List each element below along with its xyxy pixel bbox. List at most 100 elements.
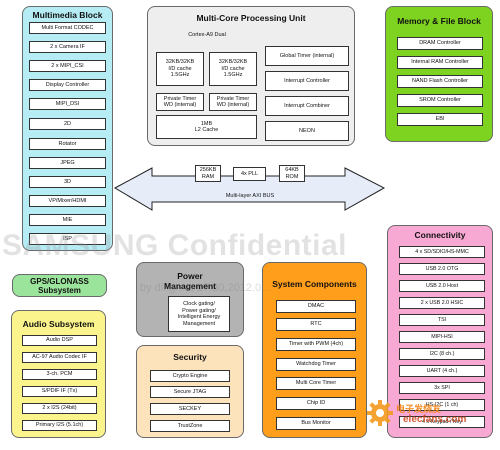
rom-line: 64KB <box>285 167 299 173</box>
private-timer-1: Private Timer WD (internal) <box>156 93 204 111</box>
l2-line: 1MB <box>200 120 213 127</box>
cache-core-2: 32KB/32KB I/D cache 1.5GHz <box>209 52 257 86</box>
multimedia-block: Multimedia Block Multi Format CODEC 2 x … <box>22 6 113 251</box>
rom-64kb: 64KB ROM <box>279 165 305 182</box>
interrupt-combiner: Interrupt Combiner <box>265 96 349 116</box>
system-item: RTC <box>276 318 356 331</box>
mm-item: Rotator <box>29 138 106 150</box>
cache2-line: 32KB/32KB <box>218 59 248 66</box>
timer2-line: WD (internal) <box>216 102 250 108</box>
audio-item: 2 x I2S (24bit) <box>22 403 97 414</box>
gps-title-line: GPS/GLONASS <box>30 276 89 286</box>
axi-bus-arrow-shape <box>113 167 386 211</box>
security-item: TrustZone <box>150 420 230 432</box>
power-line: Clock gating/ <box>183 301 215 307</box>
cache2-line: 1.5GHz <box>223 72 243 79</box>
rom-line: ROM <box>285 173 299 180</box>
power-title: Power Management <box>137 271 243 291</box>
power-line: Power gating/ <box>182 307 216 314</box>
l2-line: L2 Cache <box>194 127 219 133</box>
conn-item: 3x SPI <box>399 382 485 394</box>
system-item: DMAC <box>276 300 356 313</box>
cache1-line: 1.5GHz <box>170 72 190 79</box>
audio-item: Primary I2S (5.1ch) <box>22 420 97 431</box>
l2-cache: 1MB L2 Cache <box>156 115 257 139</box>
conn-item: TSI <box>399 314 485 326</box>
conn-item: I2C (8 ch.) <box>399 348 485 360</box>
pll-4x: 4x PLL <box>233 167 266 181</box>
cache1-line: I/D cache <box>168 65 192 72</box>
system-item: Timer with PWM (4ch) <box>276 338 356 351</box>
audio-item: S/PDIF IF (Tx) <box>22 386 97 397</box>
interrupt-controller: Interrupt Controller <box>265 71 349 91</box>
ram-256kb: 256KB RAM <box>195 165 221 182</box>
mem-item: Internal RAM Controller <box>397 56 483 69</box>
conn-item: 4 x Keypad / Key <box>399 416 485 428</box>
cortex-label: Cortex-A9 Dual <box>188 32 226 38</box>
power-gating-box: Clock gating/ Power gating/ Intelligent … <box>168 296 230 332</box>
conn-item: 4 x SD/SDIO/HS-MMC <box>399 246 485 258</box>
gps-block: GPS/GLONASS Subsystem <box>12 274 107 297</box>
connectivity-block-title: Connectivity <box>414 230 466 240</box>
cpu-block: Multi-Core Processing Unit Cortex-A9 Dua… <box>147 6 355 146</box>
security-item: SECKEY <box>150 403 230 415</box>
power-line: Intelligent Energy <box>177 314 221 320</box>
memory-block-title: Memory & File Block <box>397 16 481 26</box>
conn-item: USB 2.0 OTG <box>399 263 485 275</box>
system-item: Multi Core Timer <box>276 377 356 390</box>
mm-item: Multi Format CODEC <box>29 22 106 34</box>
mem-item: SROM Controller <box>397 94 483 107</box>
gear-icon <box>367 400 393 426</box>
security-item: Secure JTAG <box>150 386 230 398</box>
cache-core-1: 32KB/32KB I/D cache 1.5GHz <box>156 52 204 86</box>
gps-title-line: Subsystem <box>38 285 81 295</box>
connectivity-block: Connectivity 4 x SD/SDIO/HS-MMC USB 2.0 … <box>387 225 493 438</box>
ram-line: 256KB <box>199 167 217 173</box>
conn-item: MIPI-HSI <box>399 331 485 343</box>
mem-item: NAND Flash Controller <box>397 75 483 88</box>
audio-item: 3-ch. PCM <box>22 369 97 380</box>
security-block: Security Crypto Engine Secure JTAG SECKE… <box>136 345 244 438</box>
mem-item: EBI <box>397 113 483 126</box>
audio-block: Audio Subsystem Audio DSP AC-97 Audio Co… <box>11 310 106 438</box>
mm-item: 2D <box>29 118 106 130</box>
conn-item: USB 2.0 Host <box>399 280 485 292</box>
multimedia-block-title: Multimedia Block <box>32 10 103 20</box>
mm-item: MIPI_DSI <box>29 98 106 110</box>
audio-item: Audio DSP <box>22 335 97 346</box>
mm-item: 2 x Camera IF <box>29 41 106 53</box>
power-line: Management <box>182 320 216 327</box>
mm-item: Display Controller <box>29 79 106 91</box>
system-block-title: System Components <box>272 279 357 289</box>
private-timer-2: Private Timer WD (internal) <box>209 93 257 111</box>
axi-bus-label: Multi-layer AXI BUS <box>225 193 275 199</box>
security-item: Crypto Engine <box>150 370 230 382</box>
mem-item: DRAM Controller <box>397 37 483 50</box>
memory-block: Memory & File Block DRAM Controller Inte… <box>385 6 493 142</box>
timer1-line: Private Timer <box>163 95 197 102</box>
audio-block-title: Audio Subsystem <box>22 319 95 329</box>
cpu-block-title: Multi-Core Processing Unit <box>196 13 306 23</box>
system-block: System Components DMAC RTC Timer with PW… <box>262 262 367 438</box>
mm-item: VP/Mixer/HDMI <box>29 195 106 207</box>
cache1-line: 32KB/32KB <box>165 59 195 66</box>
power-title-line: Management <box>164 281 216 291</box>
mm-item: MIE <box>29 214 106 226</box>
audio-item: AC-97 Audio Codec IF <box>22 352 97 363</box>
mm-item: JPEG <box>29 157 106 169</box>
conn-item: 2 x USB 2.0 HSIC <box>399 297 485 309</box>
mm-item: ISP <box>29 233 106 245</box>
system-item: Bus Monitor <box>276 417 356 430</box>
conn-item: HS-I2C (1 ch) <box>399 399 485 411</box>
global-timer: Global Timer (internal) <box>265 46 349 66</box>
mm-item: 2 x MIPI_CSI <box>29 60 106 72</box>
security-block-title: Security <box>173 352 207 362</box>
neon: NEON <box>265 121 349 141</box>
system-item: Chip ID <box>276 397 356 410</box>
power-block: Power Management Clock gating/ Power gat… <box>136 262 244 337</box>
ram-line: RAM <box>201 173 215 180</box>
power-title-line: Power <box>177 271 203 281</box>
cache2-line: I/D cache <box>221 65 245 72</box>
conn-item: UART (4 ch.) <box>399 365 485 377</box>
